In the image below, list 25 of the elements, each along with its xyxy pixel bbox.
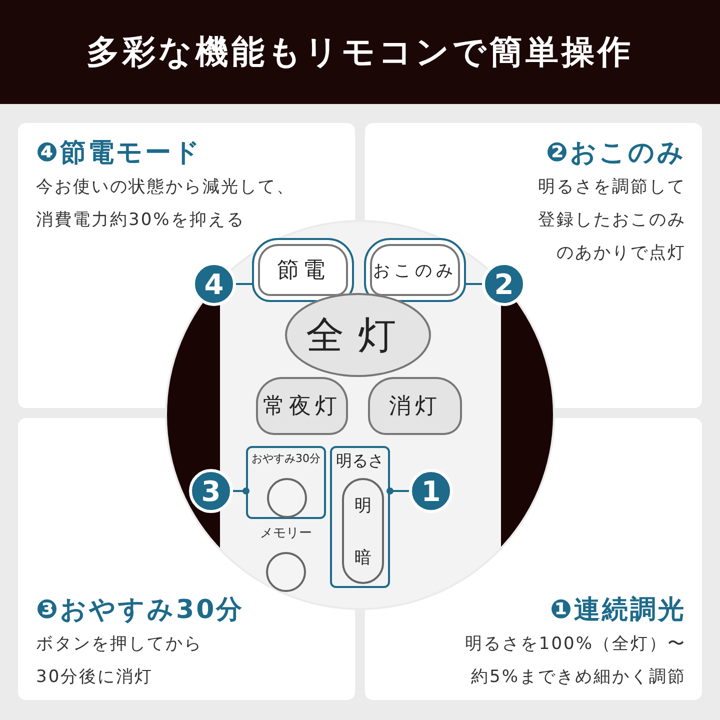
button-label: 明: [354, 495, 372, 517]
button-label: メモリー: [259, 525, 313, 542]
remote-button: 消灯: [368, 377, 462, 435]
leader-line: [386, 488, 409, 494]
highlight-frame: [246, 446, 326, 519]
brightness-button: [342, 478, 384, 584]
button-label: 暗: [354, 547, 372, 569]
button-label: 明るさ: [335, 451, 385, 472]
title-banner: 多彩な機能もリモコンで簡単操作: [0, 0, 720, 104]
card-heading: ❹節電モード: [36, 137, 204, 170]
leader-line: [466, 283, 482, 285]
card-heading: ❶連続調光: [548, 594, 686, 627]
leader-line: [236, 283, 252, 285]
card-text: 明るさを100%（全灯）〜約5%まできめ細かく調節: [464, 633, 686, 689]
leader-line: [233, 488, 250, 494]
remote-button: 節電: [252, 238, 354, 302]
remote-button: 常夜灯: [256, 377, 348, 435]
card-heading: ❷おこのみ: [544, 137, 686, 170]
card-text: 今お使いの状態から減光して、消費電力約30%を抑える: [36, 176, 296, 232]
card-heading: ❸おやすみ30分: [36, 594, 246, 627]
highlight-frame: [330, 446, 390, 588]
card-text: ボタンを押してから30分後に消灯: [36, 633, 204, 689]
card-text: 明るさを調節して登録したおこのみのあかりで点灯: [537, 176, 686, 265]
remote-button: おこのみ: [364, 238, 466, 302]
button-label: おやすみ30分: [250, 451, 322, 466]
